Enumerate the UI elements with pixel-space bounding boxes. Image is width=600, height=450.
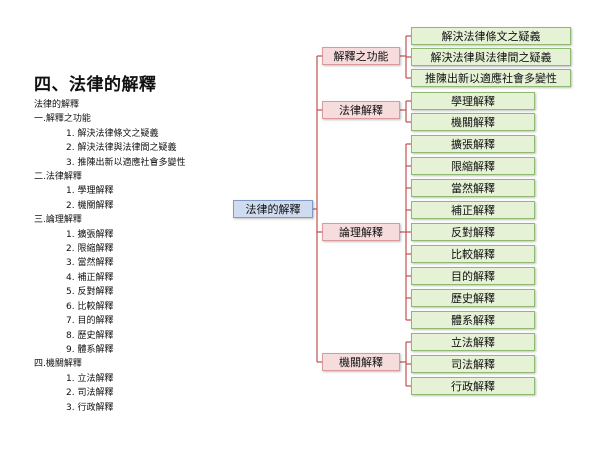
leaf-node: 機關解釋 — [411, 113, 535, 131]
branch-node-functions: 解釋之功能 — [322, 47, 400, 65]
leaf-node: 解決法律與法律間之疑義 — [411, 48, 571, 66]
leaf-node: 行政解釋 — [411, 377, 535, 395]
leaf-node: 解決法律條文之疑義 — [411, 27, 571, 45]
leaf-node: 限縮解釋 — [411, 157, 535, 175]
leaf-node: 體系解釋 — [411, 311, 535, 329]
leaf-node: 目的解釋 — [411, 267, 535, 285]
branch-node-logical-interpretation: 論理解釋 — [322, 223, 400, 241]
outline-item: 9. 體系解釋 — [66, 344, 114, 355]
branch-node-legal-interpretation: 法律解釋 — [322, 101, 400, 119]
outline-item: 5. 反對解釋 — [66, 287, 114, 298]
outline-item: 6. 比較解釋 — [66, 301, 114, 312]
leaf-node: 司法解釋 — [411, 355, 535, 373]
leaf-node: 歷史解釋 — [411, 289, 535, 307]
branch-node-authority-interpretation: 機關解釋 — [322, 353, 400, 371]
leaf-node: 當然解釋 — [411, 179, 535, 197]
outline-item: 2. 機關解釋 — [66, 200, 114, 211]
outline-section: 一.解釋之功能 — [34, 114, 91, 125]
leaf-node: 比較解釋 — [411, 245, 535, 263]
leaf-node: 推陳出新以適應社會多變性 — [411, 69, 571, 87]
outline-item: 2. 限縮解釋 — [66, 244, 114, 255]
page-title: 四、法律的解釋 — [34, 75, 157, 95]
outline-item: 3. 行政解釋 — [66, 402, 114, 413]
outline-item: 7. 目的解釋 — [66, 316, 114, 327]
outline-item: 2. 司法解釋 — [66, 388, 114, 399]
outline-section: 三.論理解釋 — [34, 215, 82, 226]
outline-item: 1. 學理解釋 — [66, 186, 114, 197]
outline-section: 二.法律解釋 — [34, 172, 82, 183]
outline-item: 1. 解決法律條文之疑義 — [66, 128, 159, 139]
leaf-node: 反對解釋 — [411, 223, 535, 241]
outline-item: 2. 解決法律與法律間之疑義 — [66, 143, 177, 154]
leaf-node: 學理解釋 — [411, 92, 535, 110]
leaf-node: 立法解釋 — [411, 333, 535, 351]
leaf-node: 補正解釋 — [411, 201, 535, 219]
outline-item: 3. 推陳出新以適應社會多變性 — [66, 157, 186, 168]
outline-item: 8. 歷史解釋 — [66, 330, 114, 341]
outline-item: 1. 擴張解釋 — [66, 229, 114, 240]
outline-section: 四.機關解釋 — [34, 359, 82, 370]
outline-root: 法律的解釋 — [34, 100, 80, 110]
outline-item: 4. 補正解釋 — [66, 272, 114, 283]
leaf-node: 擴張解釋 — [411, 135, 535, 153]
outline-item: 1. 立法解釋 — [66, 373, 114, 384]
outline-list: 法律的解釋 一.解釋之功能 1. 解決法律條文之疑義 2. 解決法律與法律間之疑… — [34, 98, 185, 415]
mindmap-root-node: 法律的解釋 — [233, 200, 313, 218]
outline-item: 3. 當然解釋 — [66, 258, 114, 269]
